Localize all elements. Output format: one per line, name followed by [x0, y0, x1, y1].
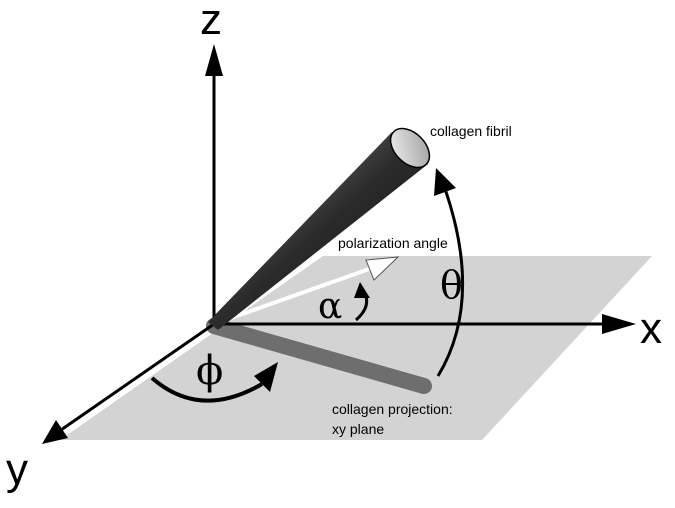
phi-symbol: ϕ	[196, 348, 223, 394]
x-axis-arrowhead	[602, 314, 636, 334]
y-axis-label: y	[6, 445, 28, 494]
alpha-arrowhead	[354, 282, 370, 298]
collagen-fibril-end	[389, 127, 431, 169]
y-axis-arrowhead	[42, 420, 68, 444]
y-axis	[57, 322, 215, 434]
theta-arrowhead	[434, 168, 456, 196]
projection-label-line1: collagen projection:	[332, 401, 453, 417]
theta-symbol: θ	[440, 263, 463, 307]
projection-label-line2: xy plane	[332, 421, 384, 437]
polarization-vector-arrowhead	[365, 256, 400, 281]
x-axis-label: x	[640, 304, 662, 353]
collagen-fibril	[208, 132, 428, 330]
polarization-angle-label: polarization angle	[338, 235, 448, 251]
theta-arc	[436, 185, 465, 377]
polarization-vector	[213, 266, 373, 326]
z-axis-arrowhead	[205, 44, 223, 76]
collagen-projection	[206, 318, 432, 394]
z-axis-label: z	[200, 0, 222, 44]
phi-arc	[150, 376, 264, 403]
collagen-fibril-label: collagen fibril	[430, 123, 512, 139]
phi-arrowhead	[254, 362, 278, 392]
alpha-symbol: α	[318, 286, 342, 327]
xy-plane	[60, 256, 652, 440]
